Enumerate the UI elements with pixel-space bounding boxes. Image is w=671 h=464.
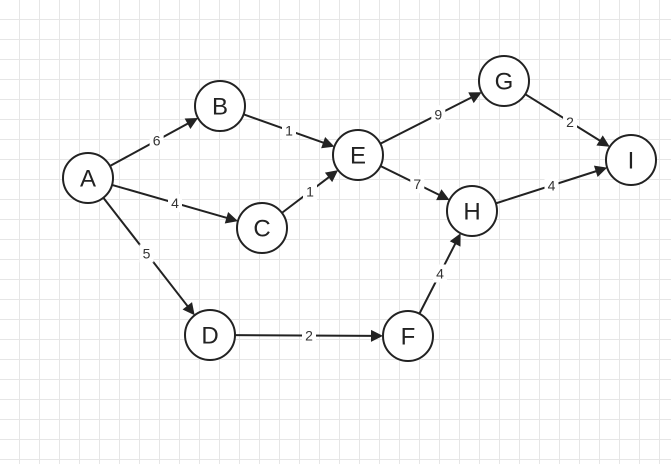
edge-weight-background xyxy=(168,194,182,212)
nodes-layer: A B C D E F G H I xyxy=(62,55,657,362)
edge-line xyxy=(379,96,473,145)
edge-weight-background xyxy=(433,264,447,283)
node-f: F xyxy=(382,310,434,362)
edge-a-c: 4 xyxy=(111,183,238,224)
node-circle xyxy=(184,309,236,361)
node-label: I xyxy=(628,148,635,175)
arrowhead-icon xyxy=(370,329,384,342)
edge-a-d: 5 xyxy=(102,197,195,316)
edge-line xyxy=(379,165,441,197)
node-e: E xyxy=(332,129,384,181)
edge-weight-label: 2 xyxy=(305,328,313,344)
edge-e-h: 7 xyxy=(379,165,450,201)
arrowhead-icon xyxy=(468,92,482,104)
arrowhead-icon xyxy=(224,212,238,224)
edge-weight-background xyxy=(563,113,578,132)
node-h: H xyxy=(446,185,498,237)
node-circle xyxy=(605,134,657,186)
edge-weight-label: 4 xyxy=(436,266,444,282)
edge-d-f: 2 xyxy=(234,326,384,345)
edge-weight-label: 7 xyxy=(413,176,421,192)
node-circle xyxy=(62,152,114,204)
edge-b-e: 1 xyxy=(243,113,335,149)
edge-weight-label: 5 xyxy=(143,245,151,261)
arrowhead-icon xyxy=(593,165,608,178)
edge-h-i: 4 xyxy=(495,165,608,205)
arrowhead-icon xyxy=(182,302,195,316)
node-label: C xyxy=(253,216,270,243)
node-label: D xyxy=(201,323,218,350)
edge-weight-label: 9 xyxy=(434,106,442,122)
node-label: E xyxy=(350,143,366,170)
node-b: B xyxy=(194,80,246,132)
edge-weight-label: 4 xyxy=(548,178,556,194)
edges-layer: 6 4 5 1 1 2 9 7 4 2 4 xyxy=(102,92,610,345)
node-label: B xyxy=(212,94,228,121)
arrowhead-icon xyxy=(596,135,610,147)
edge-f-h: 4 xyxy=(418,233,461,315)
edge-line xyxy=(109,122,189,167)
arrowhead-icon xyxy=(324,170,339,183)
edge-weight-label: 4 xyxy=(171,195,179,211)
node-circle xyxy=(446,185,498,237)
node-c: C xyxy=(236,202,288,254)
node-circle xyxy=(332,129,384,181)
node-circle xyxy=(236,202,288,254)
node-label: A xyxy=(80,166,96,193)
node-a: A xyxy=(62,152,114,204)
edge-weight-label: 1 xyxy=(306,184,314,200)
arrowhead-icon xyxy=(436,189,450,201)
edge-weight-label: 1 xyxy=(285,123,293,139)
edge-line xyxy=(524,93,601,142)
node-d: D xyxy=(184,309,236,361)
node-circle xyxy=(194,80,246,132)
node-label: G xyxy=(495,69,514,96)
node-label: F xyxy=(401,324,416,351)
edge-a-b: 6 xyxy=(109,117,199,167)
node-circle xyxy=(478,55,530,107)
edge-g-i: 2 xyxy=(524,93,610,147)
edge-weight-label: 2 xyxy=(566,114,574,130)
edge-weight-background xyxy=(410,175,425,194)
edge-c-e: 1 xyxy=(281,170,339,214)
edge-weight-background xyxy=(544,176,559,195)
node-label: H xyxy=(463,199,480,226)
edge-weight-background xyxy=(302,326,316,345)
edge-e-g: 9 xyxy=(379,92,482,145)
arrowhead-icon xyxy=(449,233,461,247)
edge-weight-background xyxy=(282,121,296,140)
edge-weight-background xyxy=(139,244,154,263)
edge-weight-background xyxy=(149,131,164,150)
node-circle xyxy=(382,310,434,362)
edge-weight-label: 6 xyxy=(153,133,161,149)
arrowhead-icon xyxy=(321,136,335,149)
node-g: G xyxy=(478,55,530,107)
node-i: I xyxy=(605,134,657,186)
edge-weight-background xyxy=(431,105,446,124)
arrowhead-icon xyxy=(184,117,199,129)
edge-weight-background xyxy=(303,182,317,201)
